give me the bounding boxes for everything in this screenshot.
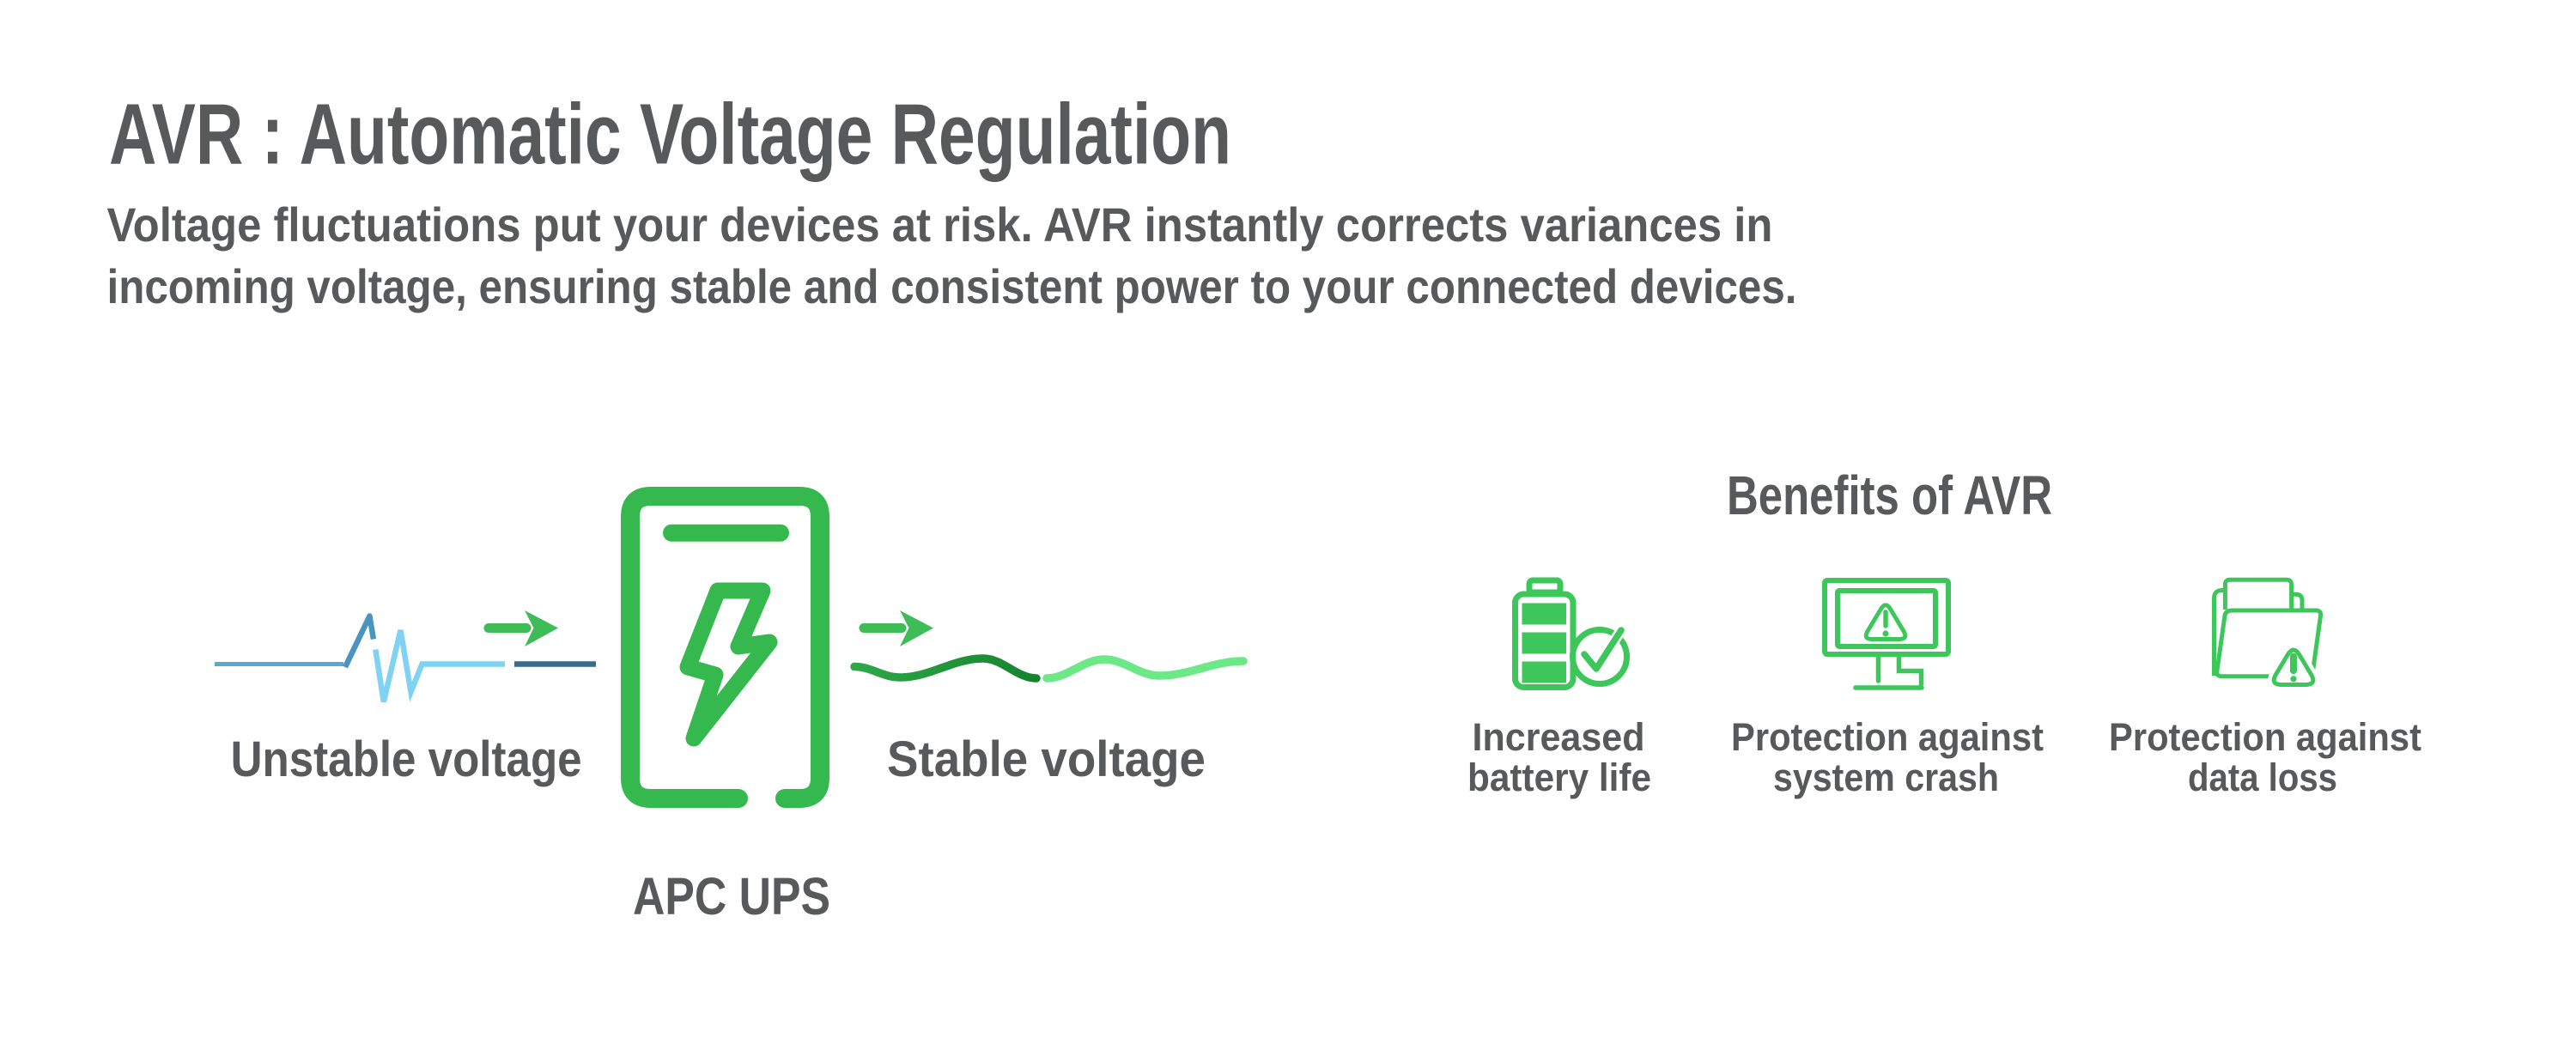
svg-text:battery life: battery life — [1467, 756, 1651, 799]
svg-text:APC UPS: APC UPS — [633, 867, 830, 926]
svg-text:system crash: system crash — [1773, 756, 1999, 799]
svg-text:Benefits of AVR: Benefits of AVR — [1727, 464, 2052, 526]
svg-text:Protection against: Protection against — [2109, 715, 2421, 759]
svg-text:Increased: Increased — [1473, 715, 1645, 759]
svg-text:Unstable voltage: Unstable voltage — [231, 731, 582, 787]
svg-text:AVR : Automatic Voltage Regula: AVR : Automatic Voltage Regulation — [109, 87, 1231, 183]
svg-text:data loss: data loss — [2188, 756, 2337, 799]
svg-text:Stable voltage: Stable voltage — [887, 731, 1206, 787]
svg-text:Protection against: Protection against — [1731, 715, 2044, 759]
svg-text:incoming voltage, ensuring sta: incoming voltage, ensuring stable and co… — [107, 259, 1797, 313]
svg-text:Voltage fluctuations put your: Voltage fluctuations put your devices at… — [107, 197, 1773, 252]
